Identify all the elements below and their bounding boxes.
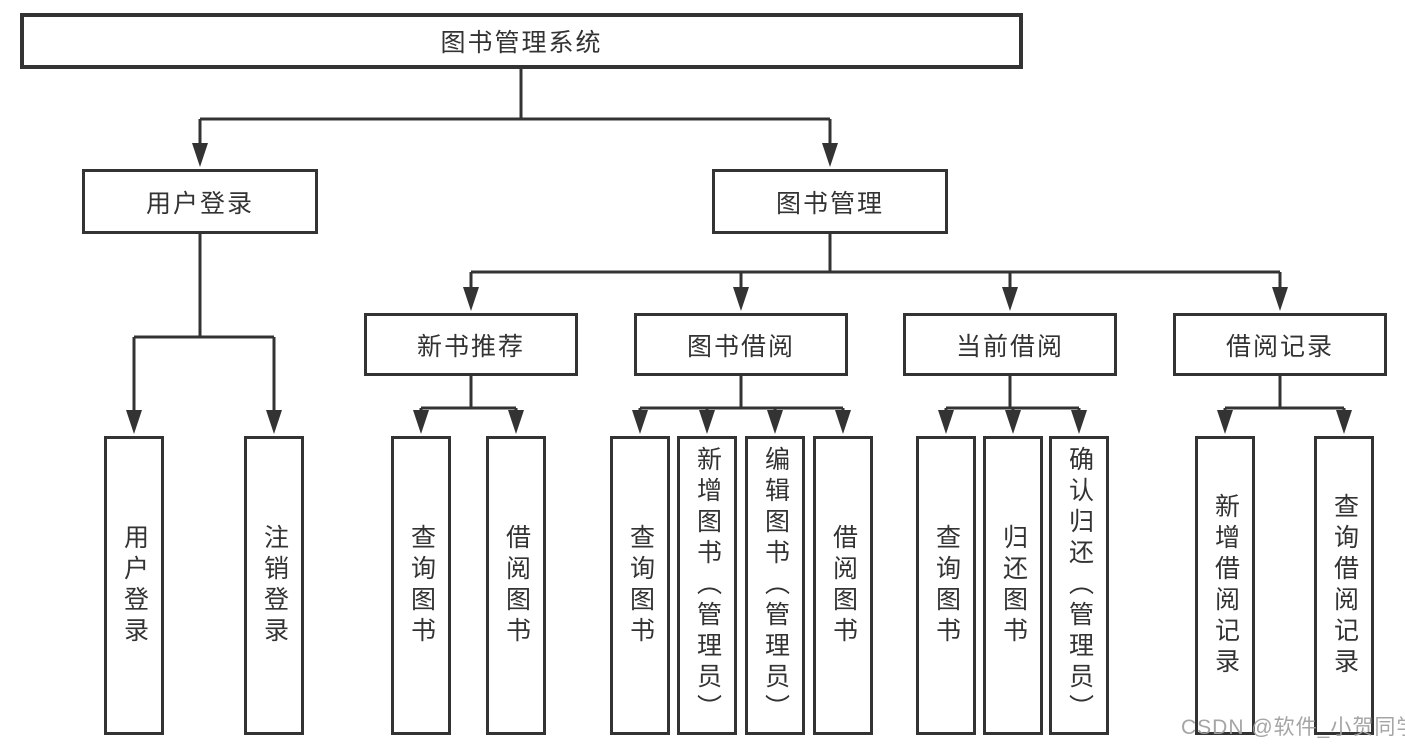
node-borrowing-records: 借阅记录 [1173,313,1387,376]
node-label: 图书管理 [775,189,884,218]
leaf-label: 新增图书（管理员） [693,446,722,725]
connector-userlogin-split [132,234,276,412]
arrowhead [1217,410,1233,434]
leaf-label: 新增借阅记录 [1211,492,1240,679]
node-new-book-recommendation: 新书推荐 [364,313,578,376]
node-label: 当前借阅 [955,332,1064,361]
node-label: 借阅记录 [1225,332,1334,361]
arrowhead [1272,287,1288,311]
leaf-logout: 注销登录 [244,436,304,735]
leaf-query-books-newbook: 查询图书 [391,436,451,735]
node-label: 图书管理系统 [440,29,603,57]
node-label: 用户登录 [145,189,254,218]
csdn-watermark: CSDN @软件_小贺同学 [1181,716,1405,739]
connector-currentborrow-split [944,376,1081,412]
leaf-label: 借阅图书 [829,523,858,648]
connector-paths [132,69,1346,412]
arrowhead [126,410,142,434]
leaf-edit-book-admin: 编辑图书（管理员） [745,436,805,735]
connector-bookmgmt-to-level3 [469,234,1282,289]
leaf-add-book-admin: 新增图书（管理员） [677,436,737,735]
connector-bookborrow-split [638,376,845,412]
arrowhead [1071,410,1087,434]
leaf-query-borrow-record: 查询借阅记录 [1314,436,1374,735]
leaf-label: 借阅图书 [502,523,531,648]
leaf-label: 编辑图书（管理员） [761,446,790,725]
leaf-label: 确认归还（管理员） [1065,446,1094,725]
node-book-management: 图书管理 [712,169,948,234]
arrowhead [508,410,524,434]
leaf-borrow-books-newbook: 借阅图书 [486,436,546,735]
leaf-label: 查询图书 [407,523,436,648]
leaf-user-login: 用户登录 [104,436,164,735]
leaf-label: 查询图书 [932,523,961,648]
arrowhead [1005,410,1021,434]
node-label: 新书推荐 [416,332,525,361]
node-book-borrowing: 图书借阅 [634,313,848,376]
arrowhead [835,410,851,434]
leaf-label: 注销登录 [260,523,289,648]
node-user-login: 用户登录 [82,169,318,234]
connector-newbook-split [419,376,518,412]
leaf-label: 查询图书 [626,523,655,648]
arrowhead [822,143,838,167]
leaf-label: 用户登录 [120,523,149,648]
leaf-query-books-current: 查询图书 [916,436,976,735]
connector-records-split [1223,376,1346,412]
leaf-label: 归还图书 [999,523,1028,648]
arrowhead [699,410,715,434]
arrowhead [632,410,648,434]
connector-root-to-level2 [198,69,832,145]
arrowhead [733,287,749,311]
arrowhead [938,410,954,434]
leaf-add-borrow-record: 新增借阅记录 [1195,436,1255,735]
leaf-borrow-books-borrow: 借阅图书 [813,436,873,735]
leaf-confirm-return-admin: 确认归还（管理员） [1049,436,1109,735]
arrowhead [266,410,282,434]
arrowhead [767,410,783,434]
leaf-return-books: 归还图书 [983,436,1043,735]
node-current-borrowing: 当前借阅 [903,313,1117,376]
arrowhead [463,287,479,311]
arrowhead [1336,410,1352,434]
leaf-label: 查询借阅记录 [1330,492,1359,679]
arrowheads [126,143,1352,434]
arrowhead [1002,287,1018,311]
arrowhead [192,143,208,167]
leaf-query-books-borrow: 查询图书 [610,436,670,735]
node-library-management-system: 图书管理系统 [20,13,1023,69]
arrowhead [413,410,429,434]
node-label: 图书借阅 [686,332,795,361]
